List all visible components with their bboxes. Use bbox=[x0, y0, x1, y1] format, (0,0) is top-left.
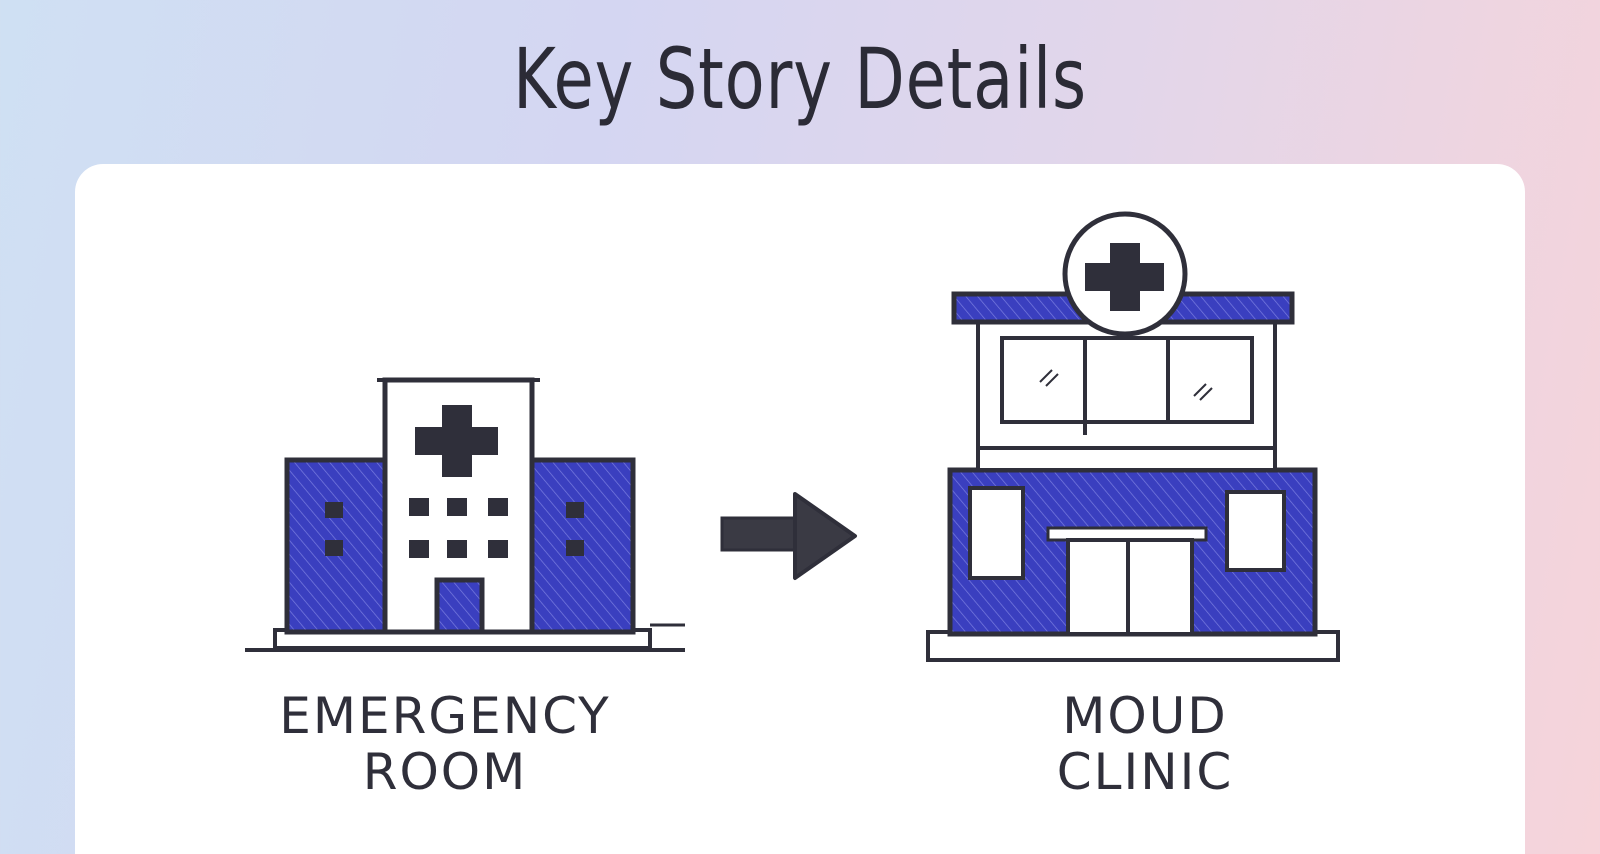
emergency-room-label: EMERGENCY ROOM bbox=[279, 687, 611, 801]
moud-clinic-label: MOUD CLINIC bbox=[1056, 687, 1234, 801]
page-title: Key Story Details bbox=[513, 30, 1087, 128]
arrow-right-icon bbox=[720, 492, 857, 580]
hospital-building-icon bbox=[245, 377, 685, 652]
clinic-building-icon bbox=[926, 211, 1340, 662]
